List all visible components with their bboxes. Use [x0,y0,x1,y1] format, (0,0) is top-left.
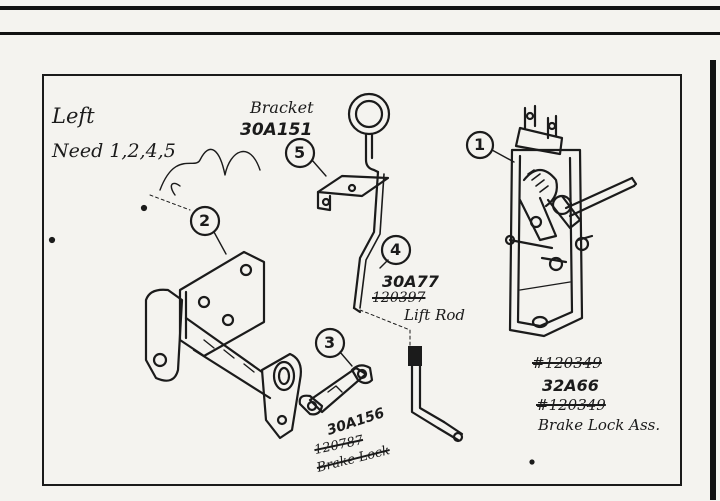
assembly-code: 32A66 [542,376,599,395]
brake-lock-assembly-part [504,104,638,338]
assembly-old-code-1: #120349 [532,354,602,372]
callout-circle-5 [284,137,316,169]
assembly-label: Brake Lock Ass. [538,416,661,434]
lift-rod-ring-part [316,92,391,314]
callout-number-3: 3 [324,333,336,352]
scan-edge-right [710,60,716,500]
diagram-frame [42,74,682,486]
bracket-label: Bracket [250,98,314,117]
callout-circle-4 [380,234,412,266]
assembly-line-2 [149,194,191,211]
assembly-old-code-2: #120349 [536,396,606,414]
callout-circle-2 [189,205,221,237]
lift-rod-label: Lift Rod [404,306,466,324]
brake-lock-link-part [298,364,374,416]
bracket-plate-part [144,250,302,440]
note-left: Left [52,104,95,128]
callout-number-4: 4 [390,240,402,259]
scan-edge-line [0,32,720,35]
note-need: Need 1,2,4,5 [52,140,176,162]
callout-circle-3 [314,327,346,359]
bracket-code: 30A151 [240,120,313,140]
pencil-squiggle [159,148,261,196]
callout-number-5: 5 [294,143,306,162]
callout-number-2: 2 [199,211,211,230]
scan-edge-top [0,6,720,10]
callout-number-1: 1 [474,135,486,154]
lift-rod-old-code: 120397 [372,290,426,306]
callout-circle-1 [465,130,495,160]
lift-rod-code: 30A77 [382,272,439,291]
assembly-line-1 [359,309,411,351]
lift-rod-lower [408,346,464,443]
